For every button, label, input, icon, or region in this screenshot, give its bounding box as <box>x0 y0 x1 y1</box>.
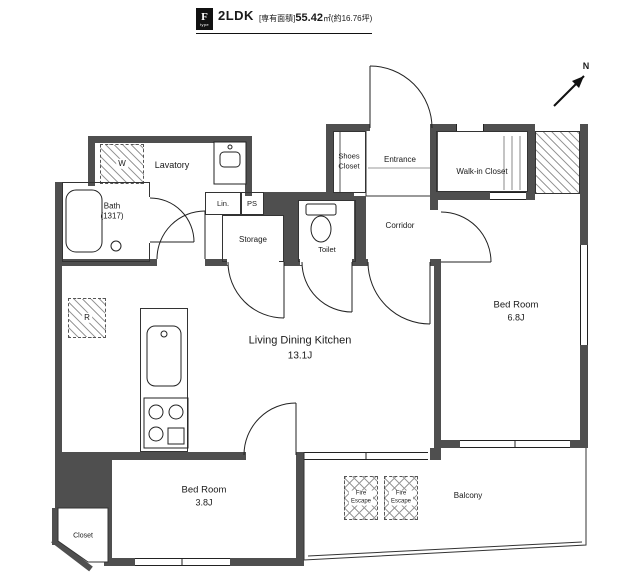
wall <box>245 136 252 196</box>
floor-area <box>104 452 304 566</box>
area-text: [専有面積]55.42㎡(約16.76坪) <box>259 12 372 24</box>
wall <box>436 192 490 200</box>
compass-icon <box>553 75 585 107</box>
type-badge: F type <box>196 8 213 30</box>
type-sub: type <box>200 21 209 27</box>
label-ldk-name: Living Dining Kitchen <box>248 334 352 347</box>
area-value: 55.42 <box>295 12 323 24</box>
wall <box>88 136 95 186</box>
layout-title: 2LDK <box>218 8 254 23</box>
compass-arrowhead-icon <box>572 76 584 88</box>
label-ldk: Living Dining Kitchen 13.1J <box>249 333 352 362</box>
linen-closet-box <box>205 192 242 215</box>
kitchen-counter <box>140 308 188 452</box>
label-storage: Storage <box>238 234 268 244</box>
area-unit: ㎡(約16.76坪) <box>322 14 373 23</box>
wall <box>284 215 298 262</box>
wall <box>352 259 368 266</box>
label-walk-in-closet: Walk-in Closet <box>456 166 508 176</box>
label-bedroom-main-size: 6.8J <box>507 312 525 323</box>
type-letter: F <box>201 10 208 23</box>
sliding-door <box>490 192 526 200</box>
label-ldk-size: 13.1J <box>287 350 313 362</box>
label-bath-size: (1317) <box>100 212 124 221</box>
wall <box>326 124 333 196</box>
wall <box>430 259 441 266</box>
compass-needle-icon <box>553 75 585 107</box>
window <box>460 440 570 448</box>
wall <box>430 448 441 460</box>
label-bedroom-main: Bed Room 6.8J <box>494 299 539 324</box>
label-entrance: Entrance <box>383 154 417 164</box>
label-bedroom-second: Bed Room 3.8J <box>182 484 227 509</box>
wall <box>436 124 535 131</box>
wall <box>354 196 366 262</box>
label-fire-escape: Fire Escape <box>388 490 414 506</box>
compass-north-label: N <box>582 61 590 71</box>
label-washer: W <box>116 158 128 170</box>
pipe-space-box <box>240 192 264 215</box>
wall <box>205 259 228 266</box>
wall <box>434 266 441 448</box>
window <box>135 558 230 566</box>
label-shoes-line2: Closet <box>338 161 360 170</box>
label-bedroom-second-name: Bed Room <box>181 484 227 496</box>
door-opening <box>227 258 279 265</box>
label-corridor: Corridor <box>385 220 415 230</box>
label-lavatory: Lavatory <box>154 160 190 171</box>
walk-in-closet-box <box>436 131 528 192</box>
door-opening <box>149 197 153 243</box>
wall <box>104 452 246 460</box>
window <box>580 245 588 345</box>
wall <box>52 508 58 545</box>
label-bath-name: Bath <box>103 201 121 211</box>
label-bedroom-second-size: 3.8J <box>195 497 213 508</box>
label-balcony: Balcony <box>453 490 483 500</box>
wall <box>55 182 62 452</box>
door-opening <box>300 258 352 265</box>
wall <box>88 136 252 143</box>
label-shoes-closet: Shoes Closet <box>338 151 359 171</box>
label-pipe-space: PS <box>246 199 258 209</box>
wall <box>330 124 370 131</box>
wall <box>430 124 438 210</box>
wall <box>296 452 304 566</box>
label-closet: Closet <box>73 532 93 540</box>
window <box>456 124 484 131</box>
label-fridge: R <box>82 312 92 324</box>
label-linen: Lin. <box>216 199 230 209</box>
wall <box>528 124 535 200</box>
label-toilet: Toilet <box>318 245 336 255</box>
wall-diagonal <box>51 537 93 572</box>
wall <box>264 192 298 215</box>
balcony-railing-line <box>307 541 583 557</box>
wall <box>55 259 157 266</box>
hatched-void-area <box>535 131 580 194</box>
wall <box>284 259 302 266</box>
wall <box>55 452 112 508</box>
entrance-door-arc <box>369 65 433 129</box>
wall <box>298 192 354 200</box>
plan-header: F type 2LDK [専有面積]55.42㎡(約16.76坪) <box>196 8 373 34</box>
window <box>304 452 428 460</box>
label-shoes-line1: Shoes <box>338 151 360 161</box>
area-label: [専有面積] <box>258 14 296 23</box>
label-bedroom-main-name: Bed Room <box>493 299 539 311</box>
label-bath: Bath (1317) <box>100 202 123 223</box>
label-fire-escape: Fire Escape <box>348 490 374 506</box>
